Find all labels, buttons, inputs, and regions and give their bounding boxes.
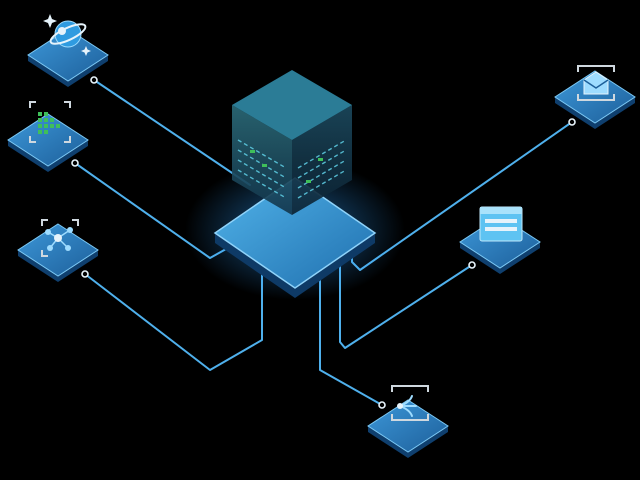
connector-dot [90, 76, 98, 84]
hub-tile [213, 177, 377, 289]
node-top-left [27, 14, 109, 87]
tile-side [368, 426, 448, 458]
window-panel-icon [479, 206, 523, 242]
tile [27, 28, 109, 82]
grid-bars-icon [29, 101, 71, 143]
node-mid-left [7, 101, 89, 172]
connector-dot [568, 118, 576, 126]
tower-green-bits [250, 150, 323, 183]
streams-icon [391, 385, 429, 421]
connector-dot [71, 159, 79, 167]
planet-database-icon [43, 14, 91, 56]
envelope-frame-icon [577, 65, 615, 101]
tower-data-strips [237, 139, 347, 199]
tile [7, 113, 89, 167]
tower-top [232, 70, 352, 140]
line-bottom-center [319, 271, 383, 406]
line-low-left [84, 267, 263, 371]
node-bottom-center [367, 385, 449, 458]
node-low-left [17, 219, 99, 282]
server-tower-icon [232, 70, 352, 215]
tile-side [28, 55, 108, 87]
tile [554, 70, 636, 124]
tile-side [555, 97, 635, 129]
tile [17, 223, 99, 277]
connector-dot [81, 270, 89, 278]
node-top-right [554, 65, 636, 129]
tower-left-face [232, 105, 292, 215]
tile [367, 399, 449, 453]
network-graph-icon [41, 219, 79, 257]
tile-side [18, 250, 98, 282]
tile-side [8, 140, 88, 172]
connector-dots [71, 76, 576, 409]
line-top-left [93, 79, 251, 186]
tile-side [460, 242, 540, 274]
line-mid-right [339, 257, 473, 349]
central-server [185, 70, 405, 300]
connector-dot [468, 261, 476, 269]
connector-dot [378, 401, 386, 409]
node-mid-right [459, 206, 541, 274]
